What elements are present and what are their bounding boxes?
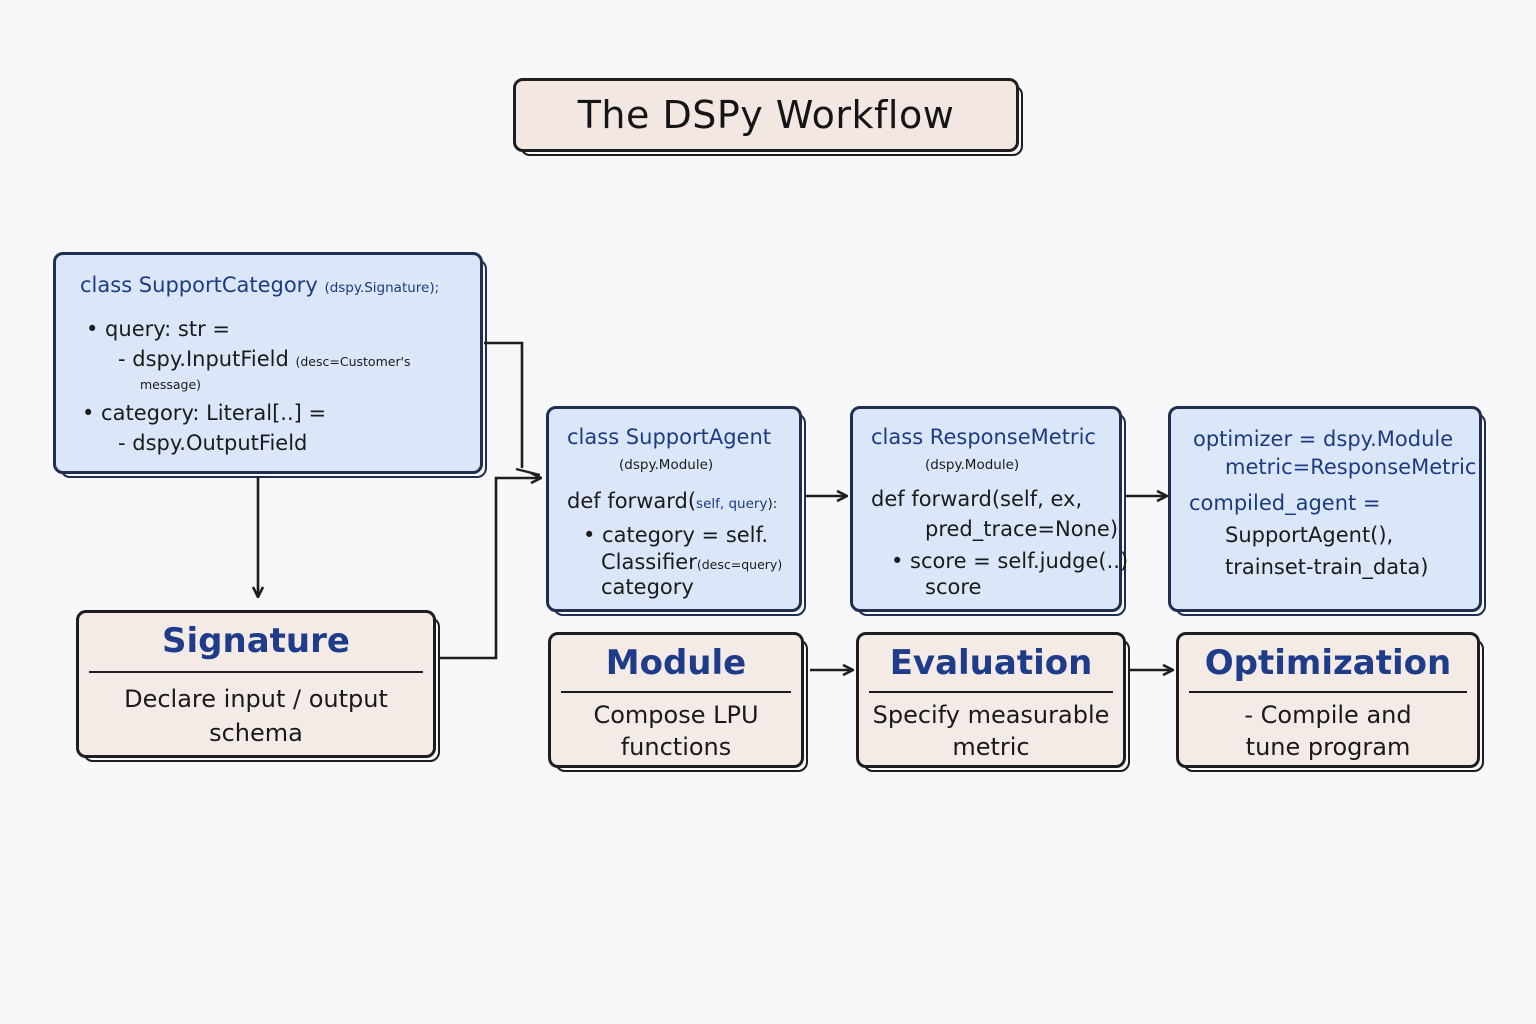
signature-inputfield-line: - dspy.InputField (desc=Customer's bbox=[118, 347, 411, 371]
compiled-agent-arg1: SupportAgent(), bbox=[1225, 523, 1394, 547]
module-category-line: • category = self. bbox=[583, 523, 769, 547]
optimizer-assign-line: optimizer = dspy.Module bbox=[1193, 427, 1454, 451]
diagram-title-box: The DSPy Workflow bbox=[513, 78, 1023, 156]
optimization-stage-desc-1: - Compile and bbox=[1244, 701, 1412, 729]
optimization-stage-title: Optimization bbox=[1204, 643, 1452, 683]
signature-query-line: • query: str = bbox=[86, 317, 230, 341]
module-forward-def: def forward( bbox=[567, 489, 697, 513]
module-forward-close: ): bbox=[767, 496, 778, 512]
signature-inputfield-desc: (desc=Customer's bbox=[295, 354, 411, 369]
metric-forward-line: def forward(self, ex, bbox=[871, 487, 1083, 511]
signature-class-line: class SupportCategory (dspy.Signature); bbox=[80, 273, 439, 297]
optimization-stage-divider bbox=[1189, 691, 1467, 693]
module-code-box: class SupportAgent (dspy.Module) def for… bbox=[546, 406, 806, 616]
compiled-agent-line: compiled_agent = bbox=[1189, 491, 1381, 515]
signature-code-box: class SupportCategory (dspy.Signature); … bbox=[53, 252, 487, 478]
metric-score-line: • score = self.judge(..) bbox=[891, 549, 1129, 573]
module-stage-divider bbox=[561, 691, 791, 693]
arrow-signature-to-module bbox=[440, 478, 540, 660]
metric-return-line: score bbox=[925, 575, 982, 599]
signature-inputfield: - dspy.InputField bbox=[118, 347, 289, 371]
signature-outputfield-line: - dspy.OutputField bbox=[118, 431, 308, 455]
evaluation-stage-box: Evaluation Specify measurable metric bbox=[856, 632, 1130, 772]
signature-stage-title: Signature bbox=[162, 621, 350, 661]
module-forward-line: def forward(self, query): bbox=[567, 489, 777, 513]
module-stage-title: Module bbox=[605, 643, 747, 683]
module-stage-desc-1: Compose LPU bbox=[593, 701, 759, 729]
signature-stage-box: Signature Declare input / output schema bbox=[76, 610, 440, 762]
module-class-line: class SupportAgent bbox=[567, 425, 771, 449]
line-signature-code-to-module bbox=[484, 341, 524, 468]
metric-code-box: class ResponseMetric (dspy.Module) def f… bbox=[850, 406, 1128, 616]
optimizer-metric-line: metric=ResponseMetric bbox=[1225, 455, 1477, 479]
evaluation-stage-desc-2: metric bbox=[952, 733, 1030, 761]
metric-class-line: class ResponseMetric bbox=[871, 425, 1096, 449]
evaluation-stage-title: Evaluation bbox=[889, 643, 1093, 683]
module-class-base: (dspy.Module) bbox=[619, 457, 714, 473]
module-classifier-line: Classifier(desc=query) bbox=[601, 550, 782, 574]
optimization-stage-box: Optimization - Compile and tune program bbox=[1176, 632, 1484, 772]
signature-inputfield-desc-cont: message) bbox=[140, 377, 202, 392]
module-classifier: Classifier bbox=[601, 550, 697, 574]
signature-stage-desc-2: schema bbox=[209, 719, 303, 747]
module-stage-desc-2: functions bbox=[620, 733, 732, 761]
module-forward-args: self, query bbox=[696, 496, 768, 512]
module-return-line: category bbox=[601, 575, 694, 599]
optimization-stage-desc-2: tune program bbox=[1245, 733, 1411, 761]
compiled-agent-arg2: trainset-train_data) bbox=[1225, 555, 1429, 579]
module-classifier-desc: (desc=query) bbox=[696, 557, 783, 572]
arrow-join-to-module bbox=[515, 467, 541, 477]
signature-stage-desc-1: Declare input / output bbox=[124, 685, 388, 713]
metric-class-base: (dspy.Module) bbox=[925, 457, 1020, 473]
optimizer-code-box: optimizer = dspy.Module metric=ResponseM… bbox=[1168, 406, 1486, 616]
module-stage-box: Module Compose LPU functions bbox=[548, 632, 808, 772]
evaluation-stage-divider bbox=[869, 691, 1113, 693]
signature-stage-divider bbox=[89, 671, 423, 673]
signature-class-name: class SupportCategory bbox=[80, 273, 318, 297]
metric-pred-trace-line: pred_trace=None) bbox=[925, 517, 1119, 541]
diagram-title: The DSPy Workflow bbox=[577, 93, 955, 137]
signature-class-base: (dspy.Signature); bbox=[324, 280, 440, 296]
signature-category-line: • category: Literal[..] = bbox=[82, 401, 327, 425]
evaluation-stage-desc-1: Specify measurable bbox=[872, 701, 1110, 729]
